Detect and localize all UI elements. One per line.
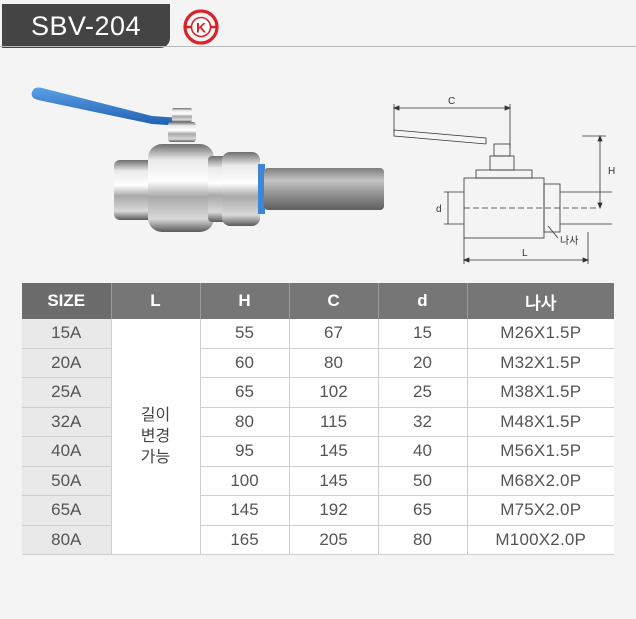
cell-size: 65A <box>22 495 111 526</box>
col-header-l: L <box>110 283 200 319</box>
pipe-extension <box>264 168 384 210</box>
cell-h: 65 <box>199 377 289 408</box>
cell-thread: M75X2.0P <box>466 495 614 526</box>
cell-d: 65 <box>377 495 467 526</box>
col-header-h: H <box>199 283 289 319</box>
cell-d: 50 <box>377 466 467 496</box>
cell-d: 40 <box>377 436 467 467</box>
cell-c: 192 <box>288 495 378 526</box>
header-divider <box>0 46 636 47</box>
cell-h: 145 <box>199 495 289 526</box>
cell-c: 205 <box>288 525 378 555</box>
dim-label-c: C <box>448 96 455 107</box>
dim-label-d: d <box>436 204 442 215</box>
o-ring <box>258 164 265 214</box>
cell-h: 60 <box>199 348 289 378</box>
cell-size: 40A <box>22 436 111 467</box>
cell-thread: M38X1.5P <box>466 377 614 408</box>
dim-label-l: L <box>522 248 528 259</box>
cell-h: 165 <box>199 525 289 555</box>
spec-header-row: SIZE L H C d 나사 <box>22 283 614 319</box>
cell-h: 95 <box>199 436 289 467</box>
cell-c: 115 <box>288 407 378 437</box>
cell-thread: M68X2.0P <box>466 466 614 496</box>
cell-d: 32 <box>377 407 467 437</box>
ks-certification-logo: K <box>183 9 219 45</box>
cell-size: 80A <box>22 525 111 555</box>
cell-d: 15 <box>377 319 467 349</box>
table-row: 32A 80 115 32 M48X1.5P <box>22 407 614 437</box>
cell-size: 50A <box>22 466 111 496</box>
col-header-size: SIZE <box>22 283 111 319</box>
l-note-line: 가능 <box>140 449 171 466</box>
cell-c: 102 <box>288 377 378 408</box>
lever-handle <box>31 87 182 126</box>
cell-d: 80 <box>377 525 467 555</box>
cell-h: 100 <box>199 466 289 496</box>
dim-label-h: H <box>608 166 615 177</box>
table-row: 15A 길이 변경 가능 55 67 15 M26X1.5P <box>22 319 614 555</box>
cell-thread: M26X1.5P <box>466 319 614 349</box>
spec-table: SIZE L H C d 나사 15A 길이 변경 가능 55 67 15 M2… <box>22 283 614 555</box>
cell-c: 145 <box>288 436 378 467</box>
table-row: 20A 60 80 20 M32X1.5P <box>22 348 614 378</box>
cell-size: 20A <box>22 348 111 378</box>
col-header-d: d <box>377 283 467 319</box>
union-nut <box>222 152 260 226</box>
model-title: SBV-204 <box>2 4 170 48</box>
cell-size: 25A <box>22 377 111 408</box>
l-note-line: 길이 <box>140 407 171 424</box>
cell-l-note: 길이 변경 가능 <box>110 319 200 555</box>
table-row: 25A 65 102 25 M38X1.5P <box>22 377 614 408</box>
cell-c: 80 <box>288 348 378 378</box>
cell-d: 20 <box>377 348 467 378</box>
table-row: 50A 100 145 50 M68X2.0P <box>22 466 614 496</box>
table-row: 80A 165 205 80 M100X2.0P <box>22 525 614 555</box>
handle-nut <box>172 108 192 122</box>
valve-stem <box>168 122 196 142</box>
cell-thread: M48X1.5P <box>466 407 614 437</box>
cell-thread: M100X2.0P <box>466 525 614 555</box>
cell-c: 145 <box>288 466 378 496</box>
valve-body <box>148 144 214 232</box>
table-row: 65A 145 192 65 M75X2.0P <box>22 495 614 526</box>
l-note-line: 변경 <box>140 428 171 445</box>
cell-thread: M32X1.5P <box>466 348 614 378</box>
cell-size: 32A <box>22 407 111 437</box>
logo-letter: K <box>196 20 206 36</box>
cell-h: 80 <box>199 407 289 437</box>
cell-thread: M56X1.5P <box>466 436 614 467</box>
dim-label-thread: 나사 <box>560 235 578 247</box>
cell-c: 67 <box>288 319 378 349</box>
dimension-drawing: C H d L 나사 <box>392 96 615 264</box>
col-header-thread: 나사 <box>466 283 614 319</box>
cell-size: 15A <box>22 319 111 349</box>
valve-photo <box>31 87 384 232</box>
col-header-c: C <box>288 283 378 319</box>
cell-h: 55 <box>199 319 289 349</box>
left-hex-end <box>114 160 154 220</box>
table-row: 40A 95 145 40 M56X1.5P <box>22 436 614 467</box>
cell-d: 25 <box>377 377 467 408</box>
